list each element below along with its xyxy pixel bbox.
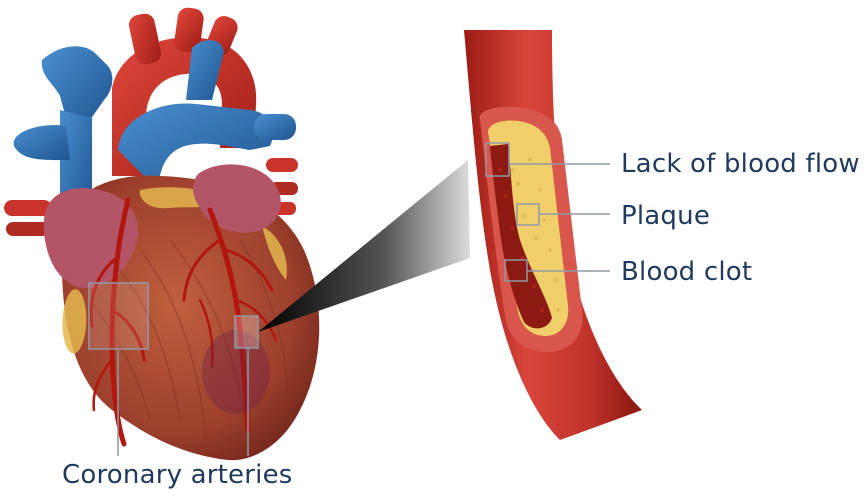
label-lack-of-blood-flow: Lack of blood flow [621, 151, 860, 177]
label-plaque: Plaque [621, 203, 710, 229]
coronary-highlight-box [89, 283, 148, 349]
artery-cross-section [464, 30, 642, 440]
blockage-highlight-box [235, 316, 258, 348]
heart-illustration [4, 6, 319, 460]
label-blood-clot: Blood clot [621, 259, 752, 285]
label-coronary-arteries: Coronary arteries [62, 462, 293, 488]
